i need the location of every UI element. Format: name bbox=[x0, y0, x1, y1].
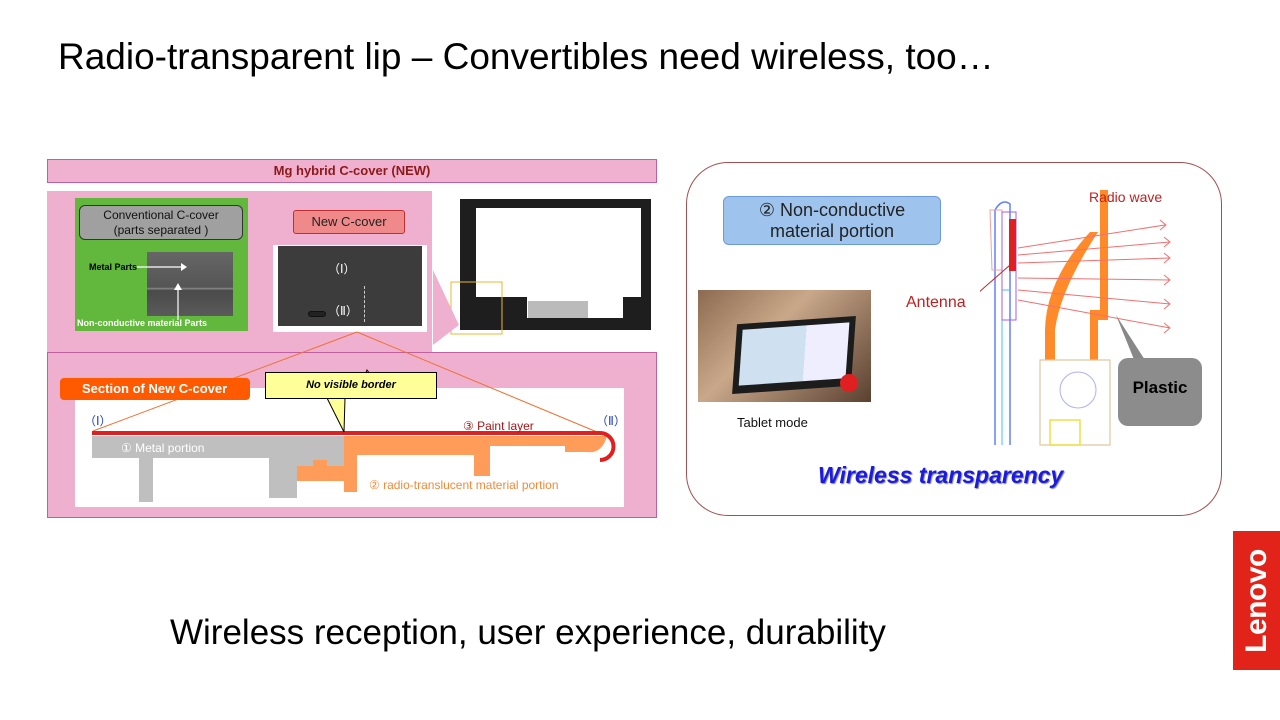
new-cover-photo: （Ⅰ） （Ⅱ） bbox=[273, 245, 427, 332]
nonconductive-label-line1: ② Non-conductive bbox=[758, 200, 906, 220]
section-label: Section of New C-cover bbox=[60, 378, 250, 400]
led-slot bbox=[308, 311, 326, 317]
paint-layer-label: ③ Paint layer bbox=[463, 419, 534, 433]
radio-portion-label: ② radio-translucent material portion bbox=[369, 478, 559, 492]
nonconductive-label-line2: material portion bbox=[769, 221, 895, 241]
antenna-label: Antenna bbox=[906, 294, 966, 311]
zoom-wedge bbox=[433, 270, 459, 345]
lenovo-logo-text: Lenovo bbox=[1239, 548, 1273, 653]
marker-1: （Ⅰ） bbox=[328, 262, 356, 276]
metal-portion-label: ① Metal portion bbox=[121, 441, 205, 455]
c-cover-header: Mg hybrid C-cover (NEW) bbox=[47, 159, 657, 183]
slide-subtitle: Wireless reception, user experience, dur… bbox=[170, 613, 886, 652]
metal-parts-label: Metal Parts bbox=[89, 262, 138, 272]
nonconductive-label: ② Non-conductive material portion bbox=[723, 196, 941, 245]
section-marker-1: （Ⅰ） bbox=[84, 414, 112, 428]
wireless-transparency-heading: Wireless transparency bbox=[818, 462, 1064, 488]
conventional-label-line1: Conventional C-cover bbox=[103, 208, 219, 222]
metal-portion-shape bbox=[92, 436, 344, 502]
section-diagram bbox=[92, 331, 616, 502]
zoom-line-right bbox=[356, 331, 598, 433]
no-border-callout: No visible border bbox=[265, 372, 437, 399]
marker-2: （Ⅱ） bbox=[328, 304, 358, 318]
plastic-lip bbox=[1045, 232, 1098, 360]
new-cover-label: New C-cover bbox=[293, 210, 405, 234]
antenna-cross-section bbox=[980, 190, 1171, 446]
pen-badge-icon bbox=[840, 374, 858, 392]
c-cover-photo bbox=[433, 191, 663, 338]
section-line bbox=[364, 286, 365, 322]
section-marker-2: （Ⅱ） bbox=[596, 414, 626, 428]
metal-parts-photo bbox=[147, 252, 233, 316]
conventional-label-line2: (parts separated ) bbox=[113, 223, 209, 237]
paint-layer-shape bbox=[92, 431, 616, 462]
c-cover-drawing bbox=[450, 199, 651, 335]
conventional-arrows bbox=[137, 263, 187, 320]
antenna-element bbox=[1009, 219, 1016, 271]
nonconductive-parts-label: Non-conductive material Parts bbox=[77, 318, 208, 328]
callout-pointer-lower bbox=[326, 397, 346, 433]
radio-portion-shape bbox=[297, 436, 607, 492]
tablet-mode-caption: Tablet mode bbox=[737, 415, 808, 430]
tablet-screen bbox=[732, 315, 856, 395]
conventional-cover-label: Conventional C-cover (parts separated ) bbox=[79, 205, 243, 240]
plastic-callout: Plastic bbox=[1118, 358, 1202, 426]
lenovo-logo: Lenovo bbox=[1233, 531, 1280, 670]
slide-title: Radio-transparent lip – Convertibles nee… bbox=[58, 36, 994, 77]
radio-wave-label: Radio wave bbox=[1089, 189, 1163, 205]
radio-wave-arrows bbox=[1017, 219, 1171, 334]
